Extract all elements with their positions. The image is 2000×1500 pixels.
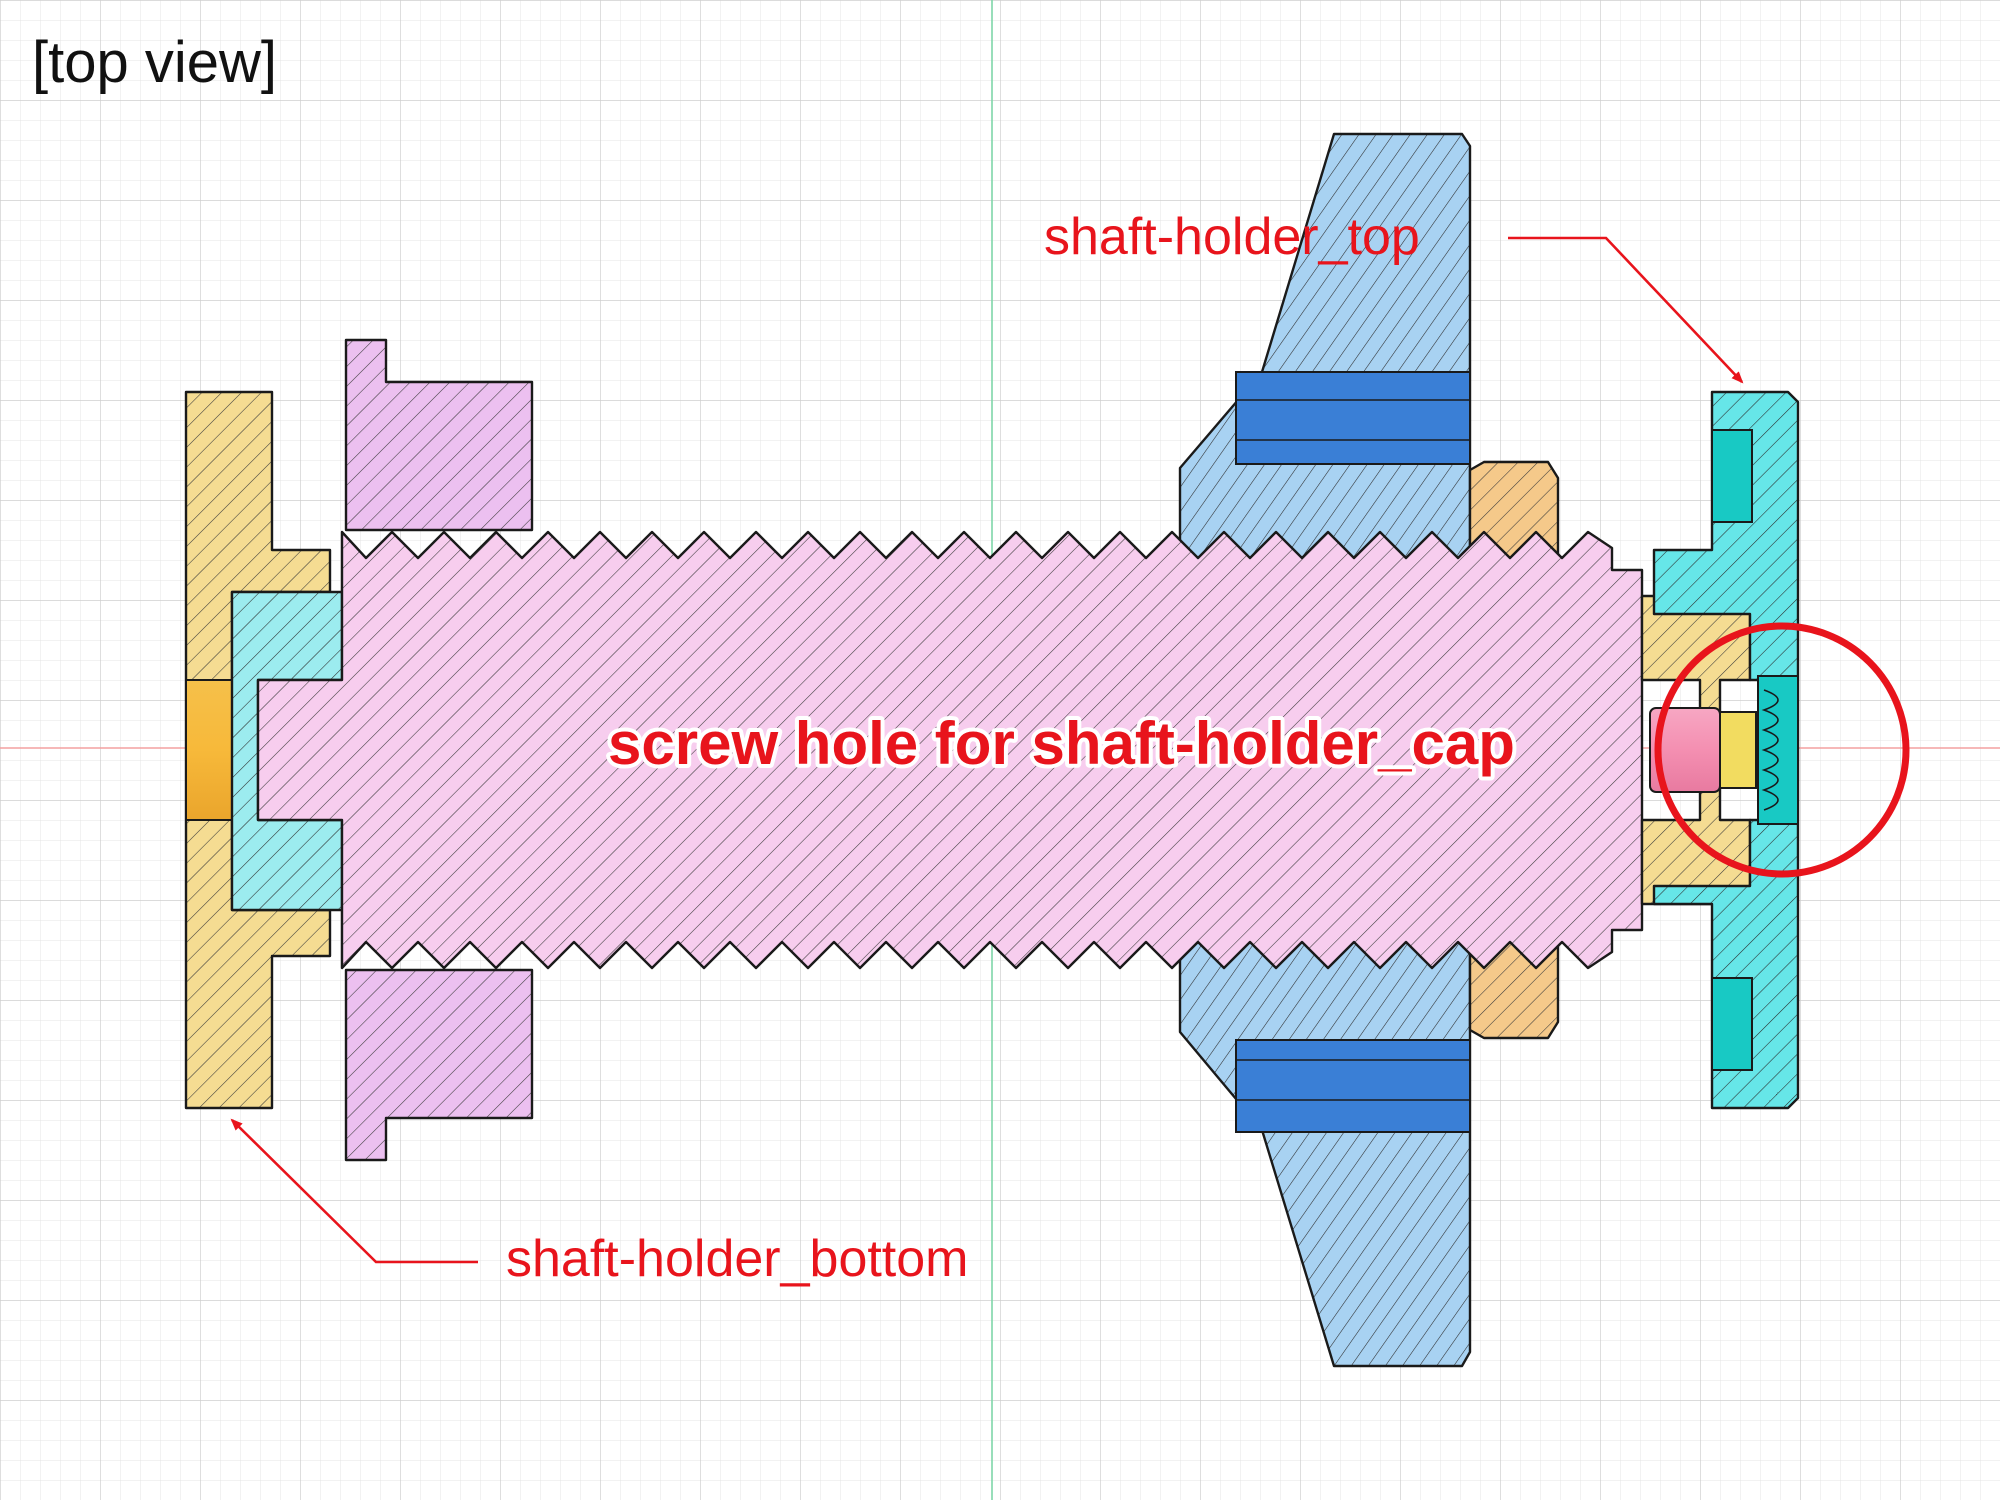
collar-lower-part	[344, 968, 534, 1162]
threaded-shaft-part	[256, 530, 1644, 970]
bottom-part-leader-line	[230, 1118, 478, 1264]
screw-hole-insert	[1719, 711, 1757, 789]
bottom-holder-bore	[185, 679, 233, 821]
top-holder-part	[1652, 390, 1800, 1110]
shaft-holder-upper-band	[1235, 371, 1471, 465]
top-holder-bolt-lower	[1711, 977, 1753, 1071]
view-title: [top view]	[32, 30, 277, 95]
top-part-label: shaft-holder_top	[1044, 208, 1420, 266]
collar-upper-part	[344, 338, 534, 532]
top-part-leader-line	[1508, 236, 1744, 384]
shaft-holder-lower-band	[1235, 1039, 1471, 1133]
top-holder-bolt-upper	[1711, 429, 1753, 523]
screw-hole-label: screw hole for shaft-holder_cap	[608, 710, 1515, 777]
bottom-part-label: shaft-holder_bottom	[506, 1230, 969, 1288]
highlight-circle	[1654, 622, 1910, 878]
